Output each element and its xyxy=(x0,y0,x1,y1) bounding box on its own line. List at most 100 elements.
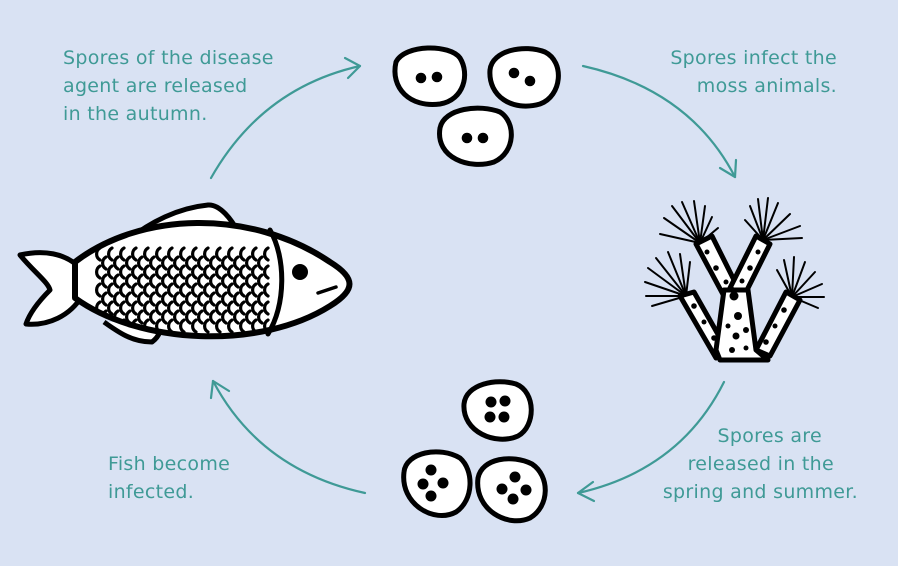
fish-scale xyxy=(245,291,252,307)
fish-scale xyxy=(167,300,174,316)
fish-scale xyxy=(137,255,144,271)
fish-scale xyxy=(179,264,186,280)
fish-scale xyxy=(143,300,150,316)
fish-scale xyxy=(215,282,222,298)
fish-scale xyxy=(167,264,174,280)
fish-scale xyxy=(209,291,216,307)
fish-scale xyxy=(167,318,174,334)
spore-icon xyxy=(437,105,514,167)
fish-scale xyxy=(215,318,222,334)
fish-scale xyxy=(119,246,126,262)
fish-scale xyxy=(251,264,258,280)
fish-scale xyxy=(125,273,132,289)
fish-scale xyxy=(251,282,258,298)
fish-scale xyxy=(131,300,138,316)
fish-scale xyxy=(263,264,270,280)
caption-line: in the autumn. xyxy=(63,103,208,125)
caption-fish-infected: Fish become infected. xyxy=(108,450,230,506)
fish-scale xyxy=(173,255,180,271)
fish-scale xyxy=(209,255,216,271)
fish-scale xyxy=(155,246,162,262)
fish-scale xyxy=(203,300,210,316)
fish-scale xyxy=(257,255,264,271)
fish-scale xyxy=(191,264,198,280)
fish-scale xyxy=(101,273,108,289)
fish-scale xyxy=(149,291,156,307)
fish-scale xyxy=(215,264,222,280)
fish-scale xyxy=(167,246,174,262)
fish-scale xyxy=(221,255,228,271)
arrow-spores-to-moss-icon xyxy=(581,64,738,179)
fish-scale xyxy=(113,255,120,271)
fish-scale xyxy=(173,309,180,325)
fish-scale xyxy=(185,255,192,271)
fish-scale xyxy=(245,255,252,271)
fish-scale xyxy=(191,246,198,262)
fish-scale xyxy=(119,264,126,280)
spore-icon xyxy=(461,379,534,442)
fish-scale xyxy=(143,246,150,262)
fish-scale xyxy=(155,264,162,280)
caption-line: Fish become xyxy=(108,453,231,475)
caption-spring-summer-release: Spores are released in the spring and su… xyxy=(663,422,858,506)
fish-scale xyxy=(245,273,252,289)
spore-icon xyxy=(475,456,548,524)
fish-scale xyxy=(233,291,240,307)
fish-scale xyxy=(119,300,126,316)
caption-line: Spores infect the xyxy=(670,47,837,69)
fish-scale xyxy=(149,273,156,289)
caption-line: Spores are xyxy=(717,425,822,447)
fish-scale xyxy=(251,318,258,334)
fish-scale xyxy=(95,264,102,280)
fish-scale xyxy=(155,282,162,298)
fish-scale xyxy=(131,246,138,262)
fish-scale xyxy=(257,309,264,325)
fish-scale xyxy=(239,264,246,280)
arrow-moss-to-spores-icon xyxy=(576,380,726,503)
fish-scale xyxy=(95,246,102,262)
fish-scale xyxy=(107,264,114,280)
fish-scale xyxy=(137,273,144,289)
fish-scale xyxy=(149,255,156,271)
spore-icon xyxy=(401,449,473,519)
fish-scale xyxy=(155,318,162,334)
fish-scale xyxy=(239,246,246,262)
fish-scale xyxy=(239,318,246,334)
fish-scale xyxy=(161,273,168,289)
fish-scale xyxy=(233,255,240,271)
fish-scale xyxy=(185,309,192,325)
fish-scale xyxy=(161,309,168,325)
fish-scale xyxy=(101,291,108,307)
fish-scale xyxy=(113,273,120,289)
fish-scale xyxy=(185,291,192,307)
fish-scale xyxy=(203,264,210,280)
fish-scale xyxy=(233,273,240,289)
fish-scale xyxy=(215,246,222,262)
fish-scale xyxy=(179,246,186,262)
fish-scale xyxy=(239,282,246,298)
fish-scale xyxy=(143,264,150,280)
fish-scale xyxy=(107,282,114,298)
fish-scale xyxy=(227,318,234,334)
spore-icon xyxy=(392,45,468,107)
fish-scale xyxy=(191,282,198,298)
moss-animal-icon xyxy=(644,197,825,363)
fish-scale xyxy=(185,273,192,289)
caption-autumn-release: Spores of the disease agent are released… xyxy=(63,44,274,128)
fish-scale xyxy=(251,300,258,316)
fish-scale xyxy=(245,309,252,325)
fish-scale xyxy=(203,318,210,334)
caption-line: agent are released xyxy=(63,75,248,97)
caption-line: released in the xyxy=(687,453,834,475)
caption-line: spring and summer. xyxy=(662,481,858,503)
spores-four-dots-group xyxy=(401,379,548,524)
fish-scale xyxy=(161,255,168,271)
fish-scale xyxy=(113,291,120,307)
fish-scale xyxy=(197,291,204,307)
fish-scale xyxy=(197,255,204,271)
fish-scale xyxy=(197,273,204,289)
fish-scale xyxy=(203,282,210,298)
fish-scale xyxy=(179,282,186,298)
caption-infect-moss: Spores infect the moss animals. xyxy=(670,44,837,100)
